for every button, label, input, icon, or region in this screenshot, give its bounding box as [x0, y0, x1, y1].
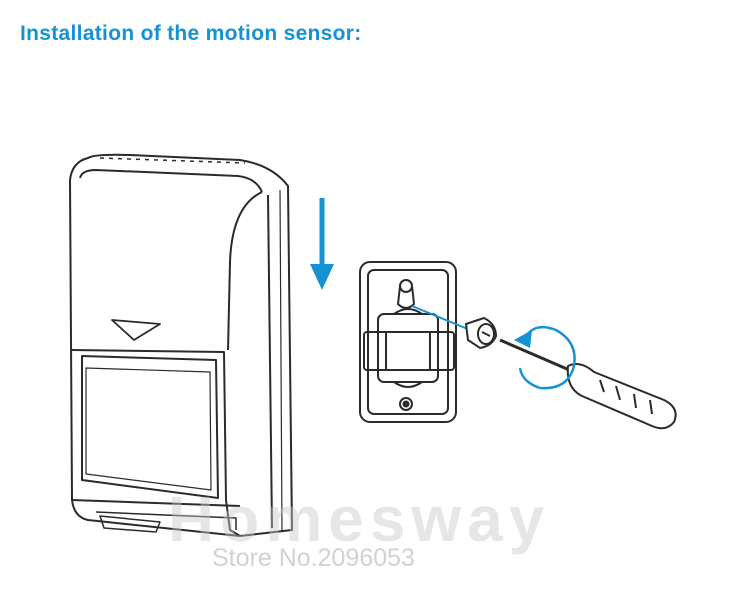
rotate-arrow-icon: [514, 325, 576, 390]
page-title: Installation of the motion sensor:: [20, 22, 362, 45]
screw: [411, 305, 498, 350]
watermark-brand: Homesway: [168, 483, 551, 555]
down-arrow-icon: [310, 198, 334, 290]
watermark-store: Store No.2096053: [212, 544, 415, 572]
motion-sensor: [69, 153, 293, 537]
mounting-bracket: [359, 261, 457, 423]
screwdriver: [499, 338, 677, 430]
